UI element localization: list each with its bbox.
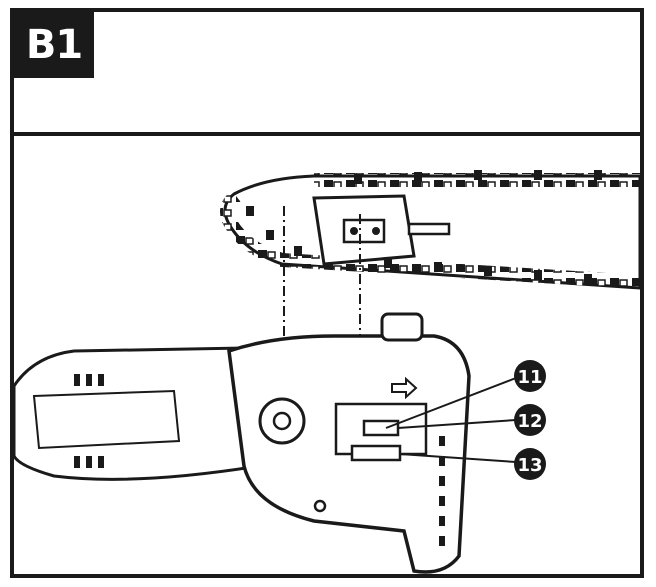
callout-12: 12 [514,404,546,436]
saw-chain [220,170,642,290]
chainsaw-diagram: 11 12 13 [12,136,642,578]
callout-12-label: 12 [517,411,542,432]
callout-13-label: 13 [517,455,542,476]
callout-13: 13 [514,448,546,480]
instruction-frame: B1 [10,8,644,578]
callout-11: 11 [514,360,546,392]
step-badge: B1 [14,12,94,78]
chainsaw-illustration: 11 12 13 [12,170,642,574]
guide-bar [312,194,451,266]
header-band: B1 [14,12,640,136]
callout-leaders [385,377,517,463]
tool-body [12,312,471,574]
callout-11-label: 11 [517,367,542,388]
